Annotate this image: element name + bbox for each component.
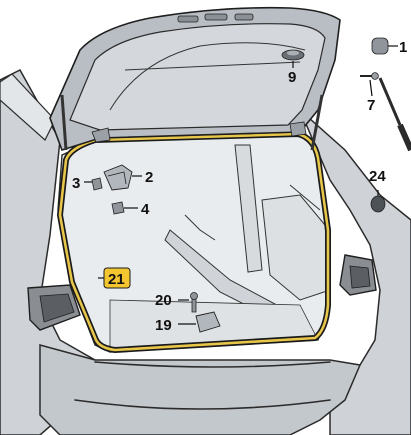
- callout-4: 4: [141, 201, 150, 218]
- callout-3: 3: [72, 175, 80, 192]
- callout-7: 7: [367, 97, 375, 114]
- striker-parts: [178, 292, 221, 333]
- callout-24: 24: [369, 168, 386, 185]
- tail-light-right: [339, 254, 377, 296]
- callout-20: 20: [155, 292, 172, 309]
- callout-9: 9: [288, 69, 296, 86]
- roof-left: [0, 73, 56, 141]
- rear-bumper: [39, 344, 362, 435]
- callout-2: 2: [145, 169, 153, 186]
- tail-light-left: [27, 284, 81, 331]
- boot-opening: [57, 131, 331, 353]
- callout-19: 19: [155, 317, 172, 334]
- tailgate-inner-panel: [69, 23, 326, 131]
- c-pillar-right: [234, 144, 263, 273]
- callout-labels: 1 9 7 24 2 3 4 21 20 19: [72, 39, 407, 334]
- callout-21: 21: [108, 271, 125, 288]
- car-body: [0, 69, 411, 435]
- gas-strut-left: [60, 94, 68, 151]
- gas-strut-part: [378, 77, 411, 152]
- part-7-ball-stud: [360, 72, 379, 97]
- tailgate: [49, 6, 341, 151]
- gas-strut-right: [310, 94, 324, 151]
- striker-bracket-parts: [84, 164, 142, 215]
- part-1-buffer: [371, 37, 398, 55]
- callout-1: 1: [399, 39, 407, 56]
- part-24-rubber-buffer: [370, 190, 386, 213]
